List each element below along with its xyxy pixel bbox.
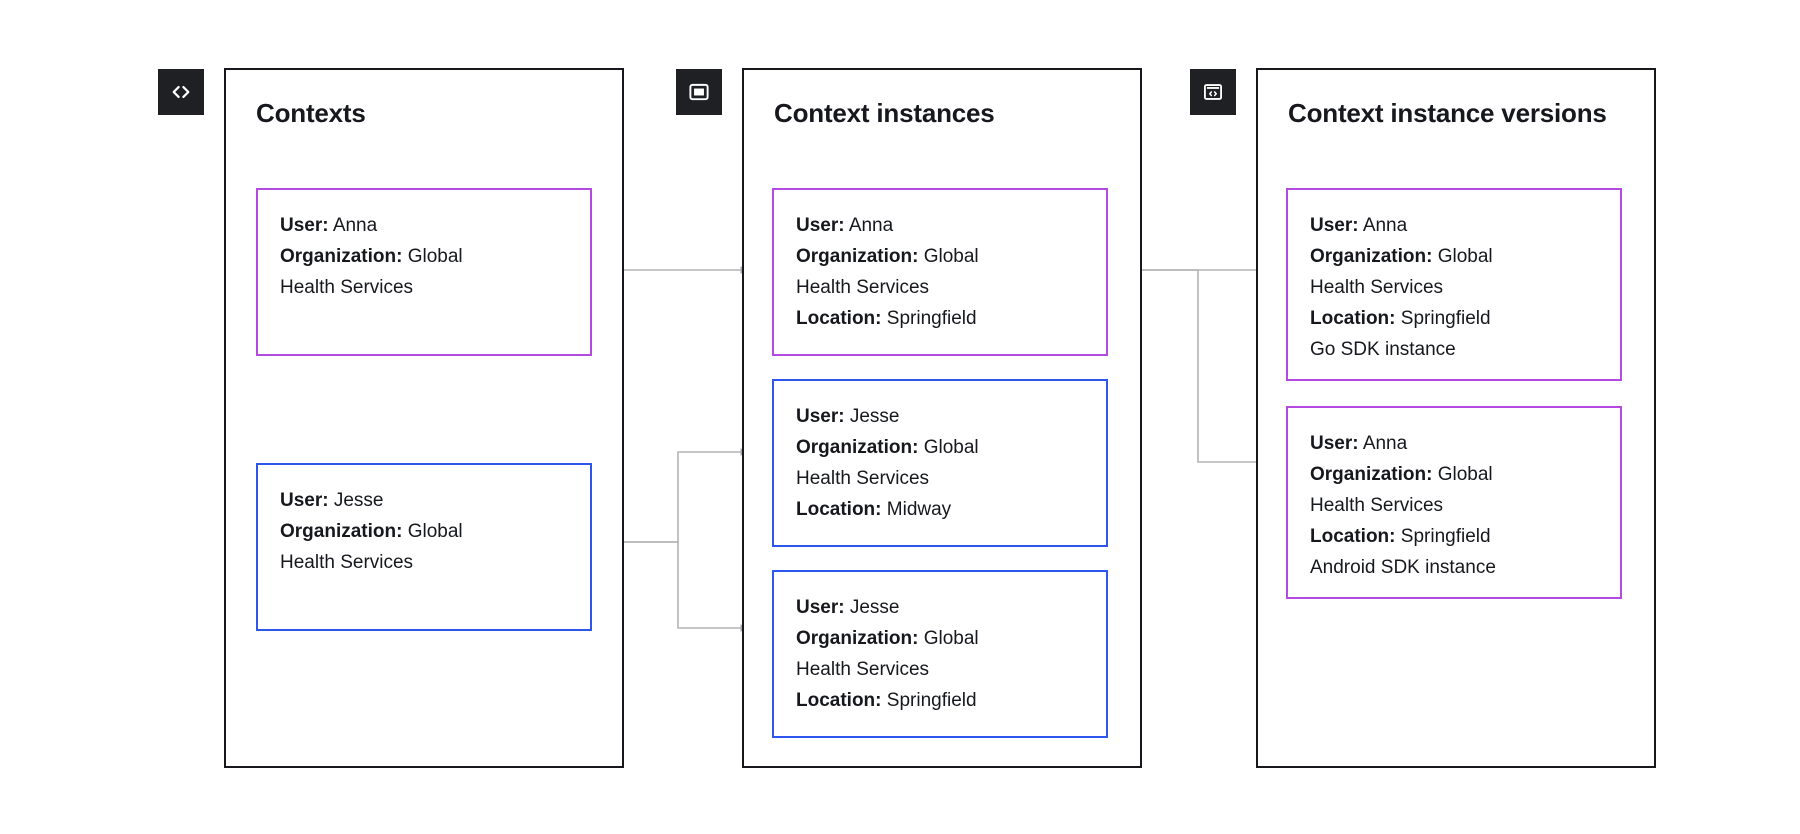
card-line-label: User: <box>796 215 845 236</box>
card-line: Organization: Global <box>280 516 568 547</box>
card-instance-jesse-springfield[interactable]: User: Jesse Organization: Global Health … <box>772 570 1108 738</box>
card-line-label: User: <box>796 406 845 427</box>
card-line-value: Springfield <box>886 690 977 711</box>
card-line-value: Health Services <box>796 277 930 298</box>
card-line-value: Global <box>1437 246 1493 267</box>
card-line-value: Health Services <box>796 659 930 680</box>
card-line-label: Organization: <box>1310 464 1433 485</box>
panel-title-context-instance-versions: Context instance versions <box>1288 98 1607 128</box>
card-line-label: Organization: <box>796 628 919 649</box>
card-line: Android SDK instance <box>1310 552 1598 583</box>
card-line: Organization: Global <box>1310 241 1598 272</box>
card-instance-jesse-midway[interactable]: User: Jesse Organization: Global Health … <box>772 379 1108 547</box>
card-instance-anna-springfield[interactable]: User: Anna Organization: Global Health S… <box>772 188 1108 356</box>
card-line-label: User: <box>1310 433 1359 454</box>
card-line-label: User: <box>796 597 845 618</box>
card-context-jesse[interactable]: User: Jesse Organization: Global Health … <box>256 463 592 631</box>
card-line-value: Springfield <box>1400 526 1491 547</box>
card-line-label: Organization: <box>796 437 919 458</box>
card-line-label: Location: <box>1310 308 1396 329</box>
card-line: Health Services <box>796 272 1084 303</box>
card-line: Organization: Global <box>796 241 1084 272</box>
card-line: User: Anna <box>796 210 1084 241</box>
card-line-value: Anna <box>1362 215 1408 236</box>
card-line-label: Organization: <box>1310 246 1433 267</box>
card-context-anna[interactable]: User: Anna Organization: Global Health S… <box>256 188 592 356</box>
card-line: Organization: Global <box>280 241 568 272</box>
card-line-value: Android SDK instance <box>1310 557 1496 578</box>
window-code-version-icon <box>1190 69 1236 115</box>
card-line-label: User: <box>280 490 329 511</box>
card-line-value: Anna <box>848 215 894 236</box>
code-brackets-icon <box>158 69 204 115</box>
card-line: Health Services <box>280 547 568 578</box>
window-instance-icon <box>676 69 722 115</box>
card-line: Health Services <box>1310 490 1598 521</box>
card-line-label: Location: <box>796 690 882 711</box>
card-line: Organization: Global <box>796 432 1084 463</box>
card-line-label: Location: <box>796 499 882 520</box>
card-line-value: Springfield <box>886 308 977 329</box>
card-line: Health Services <box>796 654 1084 685</box>
card-line-value: Health Services <box>1310 277 1444 298</box>
card-line: User: Jesse <box>796 401 1084 432</box>
card-line: User: Anna <box>1310 428 1598 459</box>
card-line-value: Go SDK instance <box>1310 339 1456 360</box>
card-line-value: Jesse <box>333 490 384 511</box>
card-line-value: Anna <box>1362 433 1408 454</box>
card-line-label: User: <box>280 215 329 236</box>
card-line-value: Global <box>1437 464 1493 485</box>
card-line-label: Location: <box>1310 526 1396 547</box>
card-line: Location: Springfield <box>796 685 1084 716</box>
card-line-value: Global <box>923 246 979 267</box>
card-line: Location: Midway <box>796 494 1084 525</box>
card-line-value: Global <box>923 628 979 649</box>
card-version-go-sdk[interactable]: User: Anna Organization: Global Health S… <box>1286 188 1622 381</box>
panel-contexts: Contexts <box>224 68 624 768</box>
panel-title-context-instances: Context instances <box>774 98 995 128</box>
card-line: Health Services <box>1310 272 1598 303</box>
card-version-android-sdk[interactable]: User: Anna Organization: Global Health S… <box>1286 406 1622 599</box>
card-line: Location: Springfield <box>1310 521 1598 552</box>
card-line: Organization: Global <box>1310 459 1598 490</box>
card-line-value: Midway <box>886 499 952 520</box>
card-line-value: Health Services <box>280 277 414 298</box>
card-line: Location: Springfield <box>796 303 1084 334</box>
card-line: Location: Springfield <box>1310 303 1598 334</box>
card-line-value: Global <box>923 437 979 458</box>
card-line-label: Location: <box>796 308 882 329</box>
panel-title-contexts: Contexts <box>256 98 366 128</box>
card-line: Health Services <box>280 272 568 303</box>
card-line: Go SDK instance <box>1310 334 1598 365</box>
card-line-value: Health Services <box>1310 495 1444 516</box>
card-line: Organization: Global <box>796 623 1084 654</box>
card-line: User: Jesse <box>796 592 1084 623</box>
card-line-value: Jesse <box>849 597 900 618</box>
card-line: User: Jesse <box>280 485 568 516</box>
card-line: User: Anna <box>1310 210 1598 241</box>
card-line-label: Organization: <box>280 521 403 542</box>
card-line-value: Global <box>407 246 463 267</box>
card-line-value: Global <box>407 521 463 542</box>
card-line-label: Organization: <box>796 246 919 267</box>
card-line-label: User: <box>1310 215 1359 236</box>
card-line-value: Health Services <box>796 468 930 489</box>
card-line-value: Health Services <box>280 552 414 573</box>
card-line-value: Jesse <box>849 406 900 427</box>
card-line-value: Anna <box>332 215 378 236</box>
card-line-value: Springfield <box>1400 308 1491 329</box>
card-line-label: Organization: <box>280 246 403 267</box>
card-line: User: Anna <box>280 210 568 241</box>
card-line: Health Services <box>796 463 1084 494</box>
